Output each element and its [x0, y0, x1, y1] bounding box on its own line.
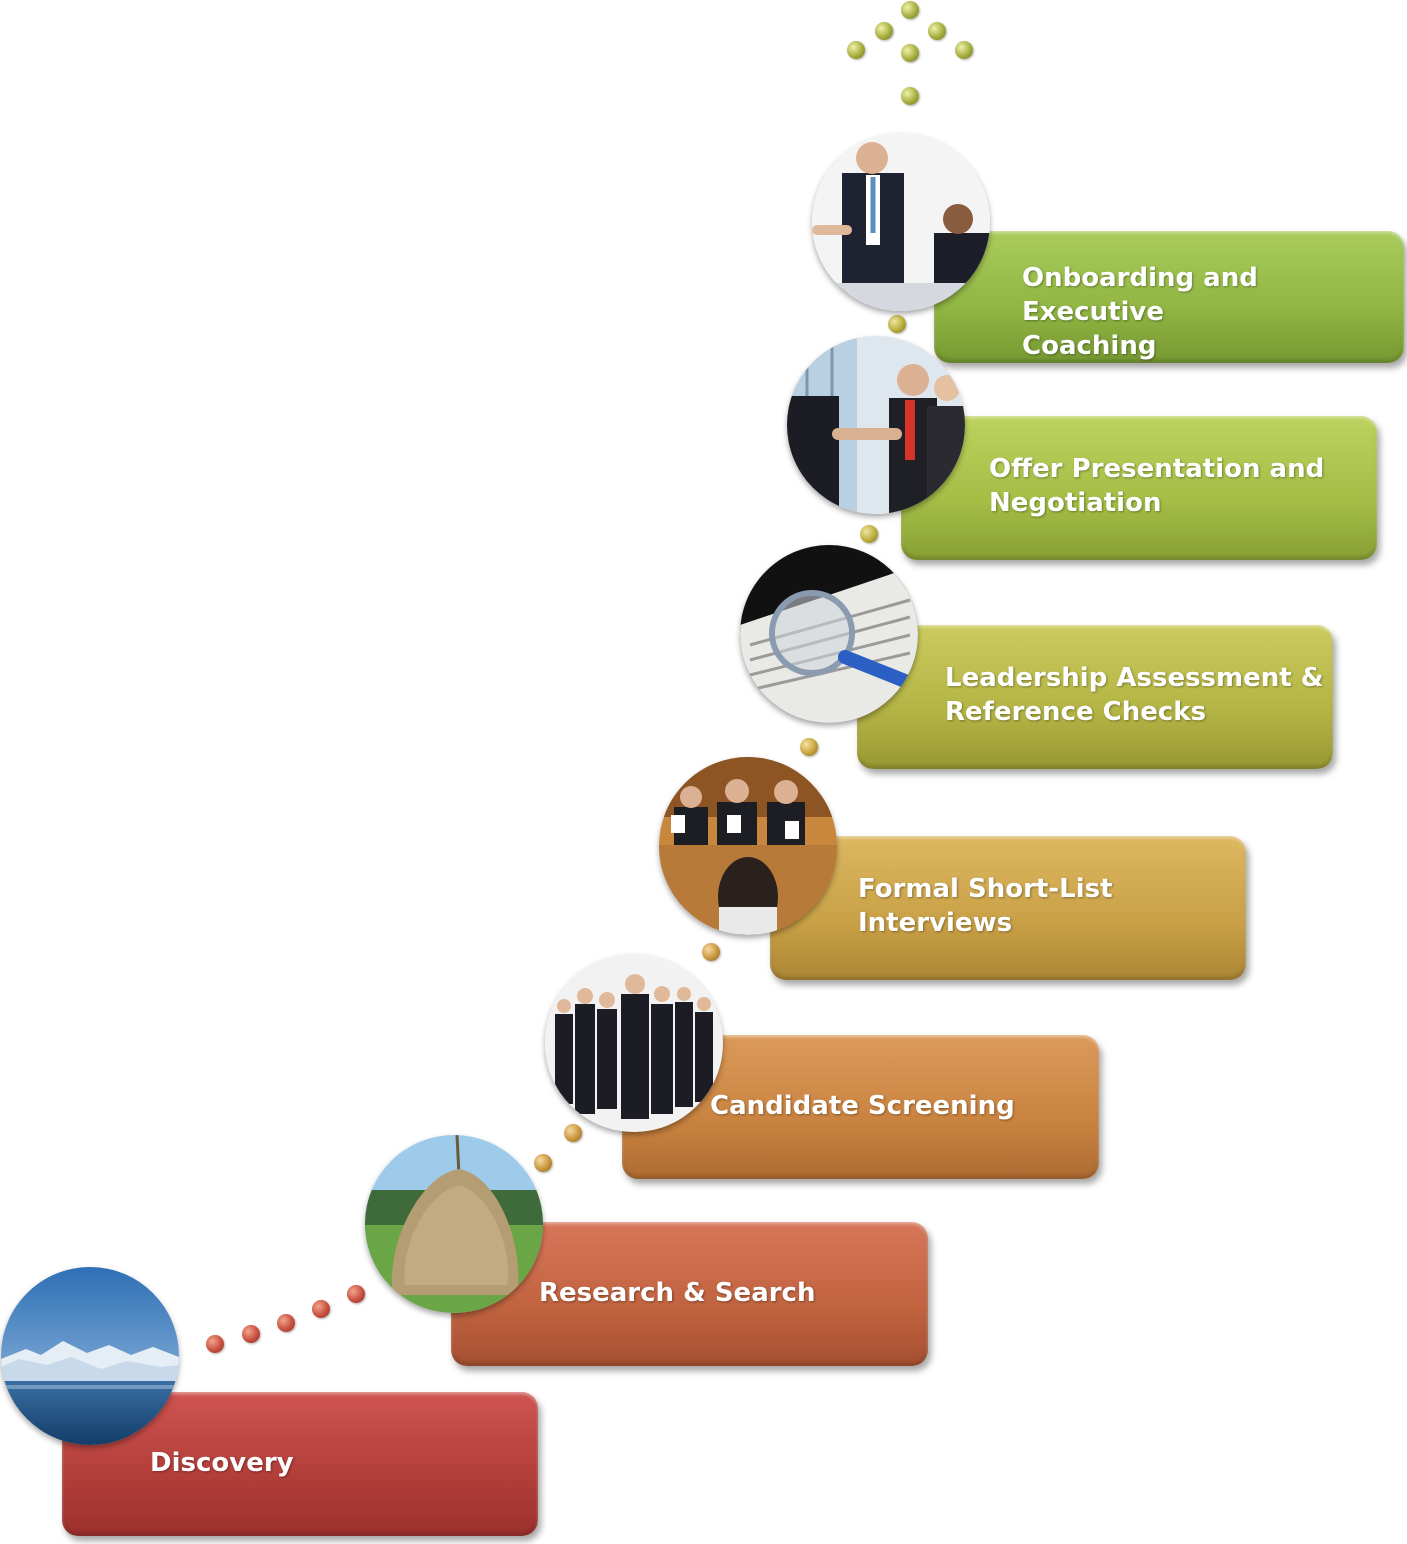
step-label: Leadership Assessment & Reference Checks [945, 663, 1324, 727]
step-label: Offer Presentation and Negotiation [989, 454, 1325, 518]
interview-panel-photo [659, 757, 837, 935]
connector-dot [702, 943, 720, 961]
connector-dot [860, 525, 878, 543]
step-formal-short-list-interviews: Formal Short-List Interviews [770, 836, 1246, 980]
connector-dot [277, 1314, 295, 1332]
business-group-photo [545, 954, 723, 1132]
decorative-dot [875, 22, 893, 40]
haystack-photo [365, 1135, 543, 1313]
step-label: Candidate Screening [710, 1091, 1015, 1121]
step-label: Research & Search [539, 1278, 816, 1308]
step-label: Formal Short-List Interviews [858, 874, 1113, 938]
step-label: Discovery [150, 1448, 294, 1478]
decorative-dot [955, 41, 973, 59]
connector-dot [312, 1300, 330, 1318]
connector-dot [888, 315, 906, 333]
handshake-photo [787, 336, 965, 514]
connector-dot [242, 1325, 260, 1343]
decorative-dot [901, 87, 919, 105]
connector-dot [534, 1154, 552, 1172]
step-offer-presentation: Offer Presentation and Negotiation [901, 416, 1377, 560]
decorative-dot [847, 41, 865, 59]
connector-dot [206, 1335, 224, 1353]
magnifying-glass-photo [740, 545, 918, 723]
step-label: Onboarding and Executive Coaching [1022, 263, 1258, 361]
connector-dot [564, 1124, 582, 1142]
decorative-dot [901, 1, 919, 19]
decorative-dot [901, 44, 919, 62]
connector-dot [347, 1285, 365, 1303]
connector-dot [800, 738, 818, 756]
business-meeting-photo [812, 133, 990, 311]
decorative-dot [928, 22, 946, 40]
iceberg-photo [1, 1267, 179, 1445]
step-onboarding-coaching: Onboarding and Executive Coaching [934, 231, 1404, 363]
step-leadership-assessment: Leadership Assessment & Reference Checks [857, 625, 1333, 769]
